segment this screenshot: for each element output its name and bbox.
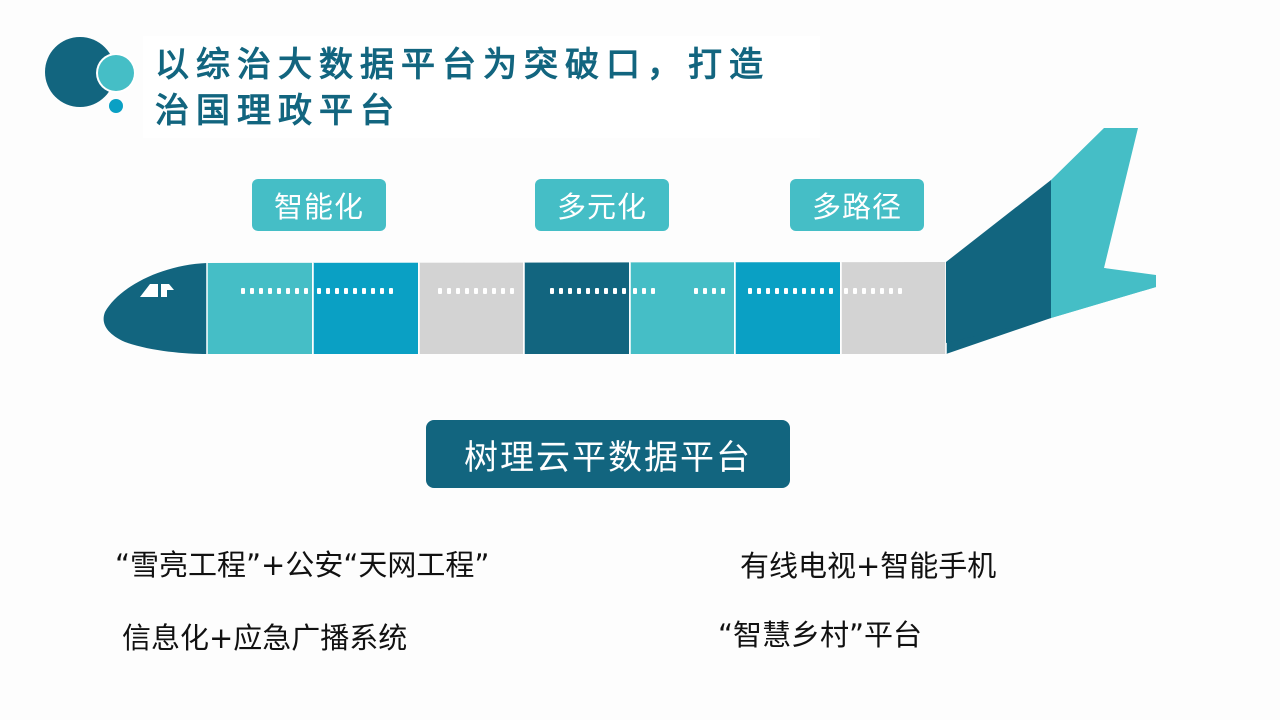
- fuselage-nose: [103, 262, 207, 354]
- item-cabletv-smartphone: 有线电视+智能手机: [740, 549, 997, 583]
- title-box: 以综治大数据平台为突破口，打造 治国理政平台: [143, 36, 820, 138]
- airplane-illustration: [103, 128, 1157, 354]
- tag-intelligent: 智能化: [252, 179, 386, 231]
- item-smart-village: “智慧乡村”平台: [718, 618, 923, 652]
- fuselage-segment-1: [207, 262, 312, 354]
- fuselage-segment-6: [735, 262, 840, 354]
- item-emergency-broadcast: 信息化+应急广播系统: [122, 621, 408, 655]
- tag-diversified: 多元化: [535, 179, 669, 231]
- platform-label: 树理云平数据平台: [426, 420, 790, 488]
- fuselage-segment-4: [524, 262, 629, 354]
- fuselage-segment-7: [841, 262, 946, 354]
- item-xueliang-tianwang: “雪亮工程”+公安“天网工程”: [115, 548, 490, 582]
- passenger-windows: [241, 288, 902, 294]
- tail-fin: [1051, 128, 1156, 318]
- page-title-line-2: 治国理政平台: [155, 91, 401, 131]
- fuselage-segment-2: [313, 262, 418, 354]
- logo-circles: [45, 37, 136, 113]
- tail-fin-dark: [946, 180, 1051, 343]
- fuselage-segment-5: [630, 262, 734, 354]
- tag-multi-path: 多路径: [790, 179, 924, 231]
- cockpit-windows: [140, 284, 179, 297]
- fuselage-segment-3: [419, 262, 523, 354]
- page-title-line-1: 以综治大数据平台为突破口，打造: [155, 45, 770, 85]
